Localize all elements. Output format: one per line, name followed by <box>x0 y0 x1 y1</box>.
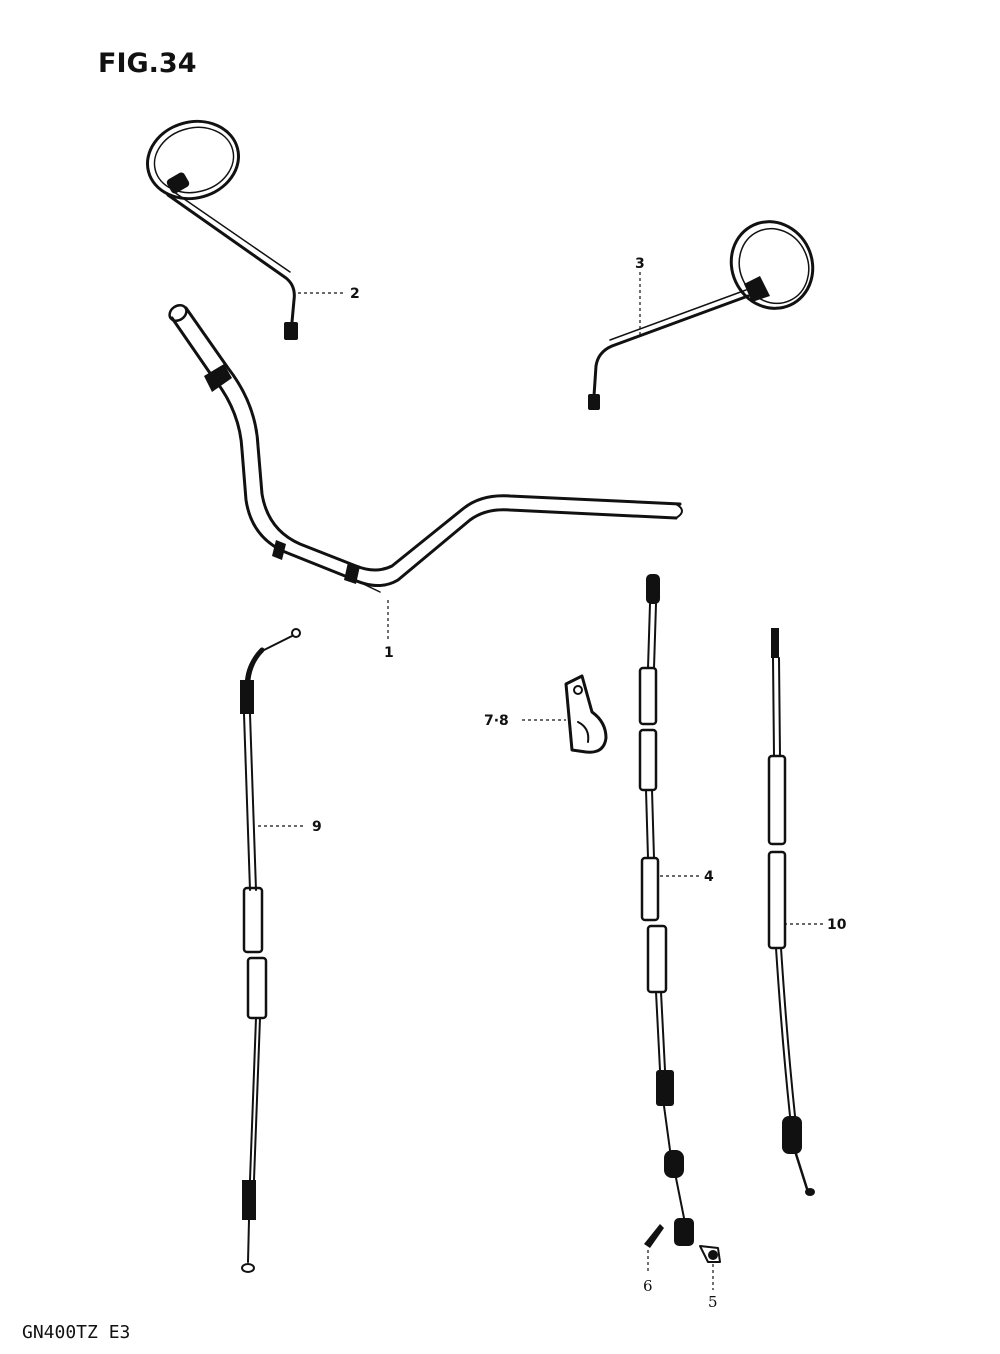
callout-4: 4 <box>704 869 714 885</box>
callout-1: 1 <box>384 645 394 661</box>
clutch-cable <box>638 574 694 1246</box>
callout-6: 6 <box>643 1277 653 1295</box>
mirror-left <box>145 119 298 340</box>
handlebar <box>168 304 683 593</box>
callout-9: 9 <box>312 819 322 835</box>
callout-3: 3 <box>635 256 645 272</box>
callout-7-8: 7·8 <box>484 713 509 729</box>
figure-title: FIG.34 <box>98 48 197 79</box>
mirror-right <box>588 220 815 410</box>
throttle-cable <box>240 628 301 1273</box>
callout-10: 10 <box>827 917 847 933</box>
brake-cable <box>767 628 815 1196</box>
clamp <box>564 674 608 754</box>
pin <box>644 1224 664 1248</box>
callout-5: 5 <box>708 1293 718 1311</box>
model-code: GN400TZ E3 <box>22 1322 131 1343</box>
bolt <box>699 1245 721 1263</box>
callout-2: 2 <box>350 286 360 302</box>
